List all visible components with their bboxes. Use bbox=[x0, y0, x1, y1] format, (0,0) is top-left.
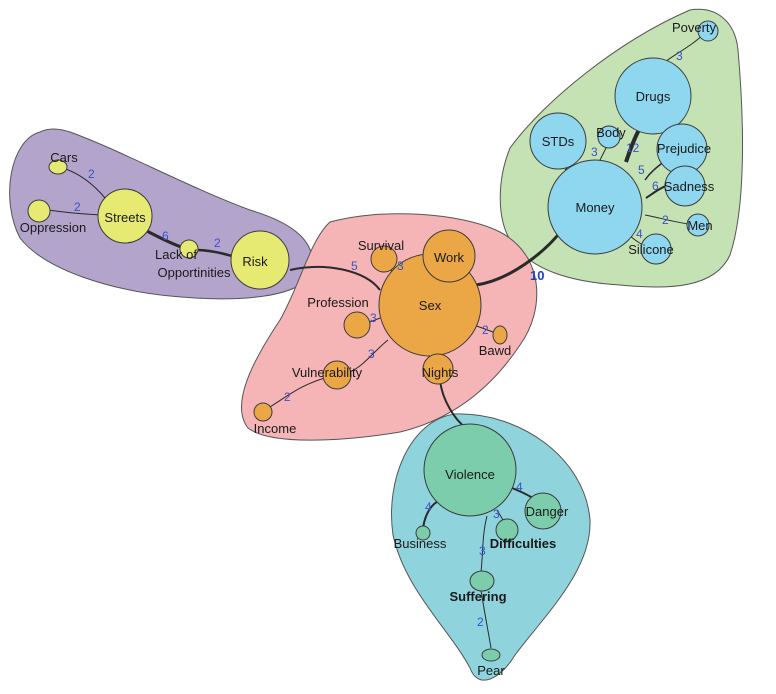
weight-money-prejudice: 5 bbox=[638, 163, 645, 177]
label-drugs: Drugs bbox=[636, 89, 671, 104]
node-income[interactable] bbox=[253, 402, 273, 422]
node-body[interactable] bbox=[597, 125, 621, 149]
weight-money-men: 2 bbox=[662, 213, 669, 227]
label-cars: Cars bbox=[50, 150, 78, 165]
node-lack-of-opportunities[interactable] bbox=[179, 239, 199, 259]
label-sex: Sex bbox=[419, 298, 442, 313]
weight-streets-cars: 2 bbox=[88, 167, 95, 181]
weight-sex-survival: 5 bbox=[351, 259, 358, 273]
label-body: Body bbox=[596, 125, 626, 140]
edge-weights: 10 5 3 3 3 2 2 3 12 5 6 2 4 3 2 6 2 2 4 … bbox=[74, 49, 683, 629]
label-lack-of: Lack of bbox=[155, 247, 197, 262]
label-money: Money bbox=[575, 200, 615, 215]
weight-risk-lack: 2 bbox=[214, 236, 221, 250]
label-men: Men bbox=[687, 218, 712, 233]
label-risk: Risk bbox=[242, 254, 268, 269]
node-danger[interactable] bbox=[524, 492, 562, 530]
label-survival: Survival bbox=[358, 238, 404, 253]
edge-money-men bbox=[644, 214, 689, 225]
weight-sex-vulnerability: 3 bbox=[368, 347, 375, 361]
weight-violence-suffering: 3 bbox=[479, 544, 486, 558]
weight-vulnerability-income: 2 bbox=[284, 390, 291, 404]
node-violence[interactable] bbox=[423, 423, 517, 517]
node-nights[interactable] bbox=[422, 353, 454, 385]
weight-money-drugs: 12 bbox=[626, 141, 640, 155]
weight-money-silicone: 4 bbox=[636, 227, 643, 241]
node-money[interactable] bbox=[547, 159, 643, 255]
node-poverty[interactable] bbox=[697, 20, 719, 42]
node-silicone[interactable] bbox=[640, 233, 672, 265]
node-suffering[interactable] bbox=[469, 570, 495, 592]
label-sadness: Sadness bbox=[664, 179, 715, 194]
weight-violence-difficulties: 3 bbox=[493, 507, 500, 521]
node-vulnerability[interactable] bbox=[322, 360, 352, 390]
edge-streets-oppression bbox=[47, 209, 102, 216]
label-danger: Danger bbox=[526, 504, 569, 519]
label-difficulties: Difficulties bbox=[490, 536, 556, 551]
node-streets[interactable] bbox=[97, 188, 153, 244]
node-work[interactable] bbox=[422, 229, 476, 283]
weight-money-sadness: 6 bbox=[652, 179, 659, 193]
label-prejudice: Prejudice bbox=[657, 141, 711, 156]
node-survival[interactable] bbox=[370, 245, 398, 273]
node-bawd[interactable] bbox=[492, 325, 508, 345]
label-stds: STDs bbox=[542, 134, 575, 149]
label-profession: Profession bbox=[307, 295, 368, 310]
label-poverty: Poverty bbox=[672, 20, 717, 35]
node-pear[interactable] bbox=[481, 648, 501, 662]
node-stds[interactable] bbox=[529, 112, 587, 170]
weight-sex-profession: 3 bbox=[370, 311, 377, 325]
weight-suffering-pear: 2 bbox=[477, 615, 484, 629]
nodes bbox=[27, 20, 719, 662]
edge-sex-bawd bbox=[473, 324, 494, 333]
edge-violence-suffering bbox=[480, 515, 488, 573]
node-sadness[interactable] bbox=[664, 165, 706, 207]
edge-money-body bbox=[599, 145, 608, 161]
label-nights: Nights bbox=[422, 365, 459, 380]
weight-sex-money: 10 bbox=[530, 268, 544, 283]
weight-streets-lack: 6 bbox=[162, 229, 169, 243]
weight-money-stds: 3 bbox=[591, 145, 598, 159]
label-income: Income bbox=[254, 421, 297, 436]
weight-sex-bawd: 2 bbox=[482, 323, 489, 337]
label-silicone: Silicone bbox=[628, 242, 674, 257]
weight-violence-business: 4 bbox=[425, 500, 432, 514]
weight-violence-danger: 4 bbox=[516, 480, 523, 494]
label-suffering: Suffering bbox=[449, 589, 506, 604]
weight-streets-oppression: 2 bbox=[74, 200, 81, 214]
edge-sex-vulnerability bbox=[349, 339, 389, 373]
node-men[interactable] bbox=[686, 213, 710, 237]
label-vulnerability: Vulnerability bbox=[292, 365, 363, 380]
edge-sex-profession bbox=[369, 317, 381, 323]
label-work: Work bbox=[434, 250, 465, 265]
node-risk[interactable] bbox=[230, 230, 290, 290]
label-business: Business bbox=[394, 536, 447, 551]
node-oppression[interactable] bbox=[27, 199, 51, 223]
edge-sex-money bbox=[475, 229, 564, 287]
edge-suffering-pear bbox=[480, 589, 492, 649]
node-profession[interactable] bbox=[343, 311, 371, 339]
node-difficulties[interactable] bbox=[495, 518, 519, 542]
node-business[interactable] bbox=[415, 525, 431, 541]
label-pear: Pear bbox=[477, 663, 505, 678]
label-violence: Violence bbox=[445, 467, 495, 482]
node-cars[interactable] bbox=[48, 159, 68, 175]
label-streets: Streets bbox=[104, 210, 146, 225]
label-bawd: Bawd bbox=[479, 343, 512, 358]
label-opportinities: Opportinities bbox=[158, 265, 231, 280]
edge-violence-difficulties bbox=[496, 509, 504, 521]
node-drugs[interactable] bbox=[614, 57, 692, 135]
weight-drugs-poverty: 3 bbox=[676, 49, 683, 63]
node-labels: Sex Work Survival Profession Vulnerabili… bbox=[20, 20, 717, 678]
weight-sex-work: 3 bbox=[397, 259, 404, 273]
label-oppression: Oppression bbox=[20, 220, 86, 235]
edge-sex-risk bbox=[289, 265, 381, 291]
